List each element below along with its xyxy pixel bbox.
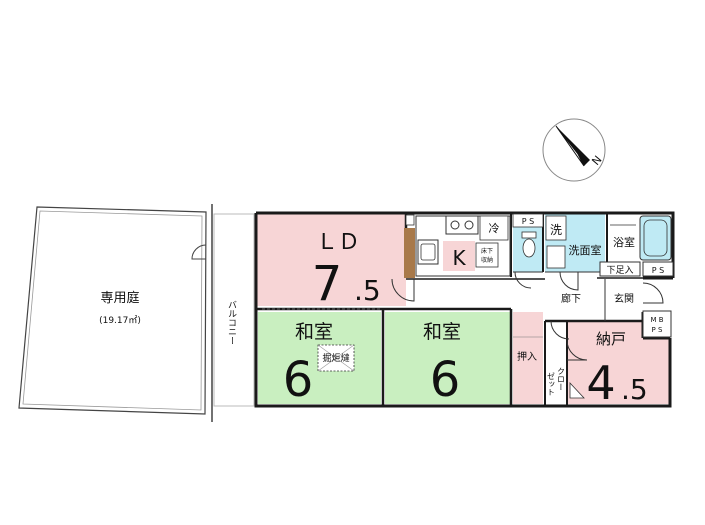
washitsu-right-size: 6 — [430, 352, 461, 408]
closet-label-col1: ゼット — [547, 372, 556, 396]
compass-icon: N — [542, 118, 606, 182]
ld-size-major: 7 — [312, 256, 343, 312]
ld-size-minor: .5 — [354, 274, 381, 307]
ps-right-label: P S — [652, 266, 664, 275]
toilet-icon — [521, 231, 537, 258]
washitsu-right-room — [385, 312, 511, 404]
entrance-door — [642, 282, 664, 304]
washitsu-left-label: 和室 — [295, 321, 333, 343]
ld-room — [256, 214, 406, 306]
nando-size-major: 4 — [586, 356, 615, 410]
washing-machine-space — [545, 215, 567, 241]
toilet-door — [514, 271, 532, 289]
oshiire-label: 押入 — [517, 350, 537, 363]
kotatsu-icon — [317, 344, 355, 372]
ld-label: ＬＤ — [316, 230, 360, 255]
fridge-label: 冷 — [489, 222, 500, 235]
washroom-door — [559, 271, 579, 291]
ld-door — [391, 278, 415, 302]
bathtub-icon — [639, 215, 672, 261]
balcony: バルコニー — [213, 213, 255, 407]
sink-icon — [417, 239, 439, 265]
closet-label-col2: クロー — [557, 367, 566, 391]
balcony-label: バルコニー — [226, 300, 237, 345]
underfloor-storage-bottom: 収納 — [481, 256, 493, 264]
washroom-mark: 洗 — [550, 223, 562, 237]
nando-door — [566, 339, 588, 361]
nando-size-minor: .5 — [621, 373, 648, 406]
vanity-icon — [546, 245, 566, 269]
bath-label: 浴室 — [613, 235, 635, 249]
washitsu-right-label: 和室 — [423, 321, 461, 343]
washitsu-left-size: 6 — [283, 352, 314, 408]
ps-top-label: P S — [522, 217, 534, 226]
mbps-top-label: M B — [650, 316, 663, 324]
mbps-bottom-label: P S — [652, 326, 663, 334]
kitchen-floor — [443, 241, 475, 271]
shoe-storage-label: 下足入 — [606, 265, 633, 276]
kotatsu-label: 掘炬燵 — [322, 352, 349, 364]
garden-area: (19.17㎡) — [99, 315, 141, 326]
garden: 専用庭 (19.17㎡) — [18, 204, 213, 422]
hallway-label: 廊下 — [561, 292, 581, 305]
nando-label: 納戸 — [596, 330, 626, 348]
compass-north-label: N — [589, 153, 604, 168]
entrance-label: 玄関 — [614, 292, 634, 305]
kitchen-label: K — [452, 246, 466, 270]
garden-label: 専用庭 — [100, 290, 139, 306]
kitchen: 冷 K 床下 収納 — [405, 214, 511, 277]
underfloor-storage-top: 床下 — [481, 247, 493, 255]
washroom-label: 洗面室 — [569, 243, 602, 257]
oshiire-room — [513, 312, 543, 404]
stove-icon — [445, 215, 479, 235]
kitchen-counter-wood — [404, 228, 415, 278]
fridge-space — [479, 215, 509, 241]
